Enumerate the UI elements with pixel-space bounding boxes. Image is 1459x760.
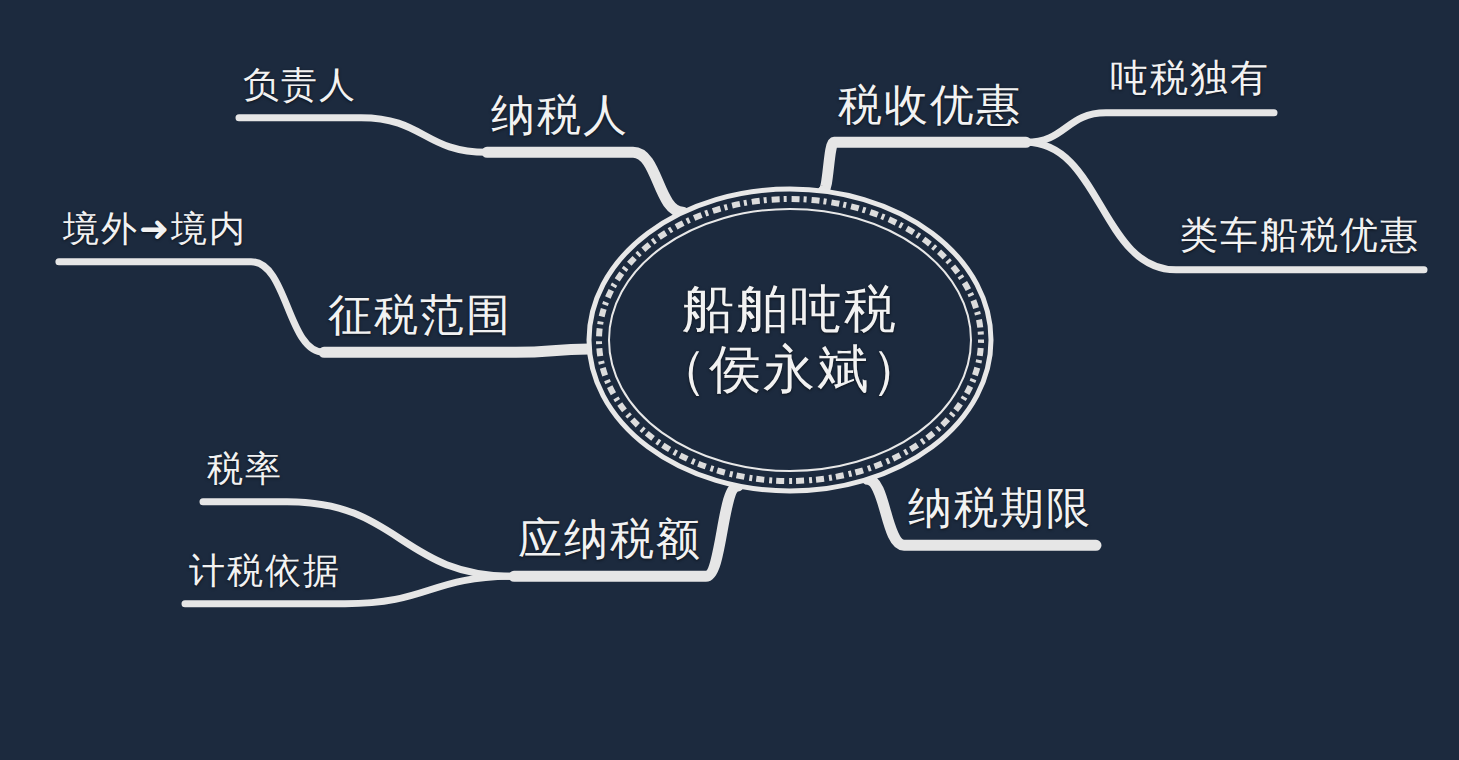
topic-text: 类车船税优惠 bbox=[1180, 214, 1420, 258]
branch-line bbox=[487, 152, 683, 212]
branch-topic: 纳税人 bbox=[483, 88, 637, 157]
topic-text: 应纳税额 bbox=[518, 514, 702, 565]
branch-topic: 境外➜境内 bbox=[55, 206, 255, 265]
topic-text: 负责人 bbox=[243, 64, 357, 105]
topic-text: 计税依据 bbox=[189, 550, 341, 591]
branch-topic: 负责人 bbox=[235, 62, 365, 121]
branch-topic: 纳税期限 bbox=[900, 481, 1100, 550]
branch-line bbox=[239, 118, 487, 153]
topic-text: 税收优惠 bbox=[838, 80, 1022, 131]
topic-text: 纳税期限 bbox=[908, 483, 1092, 534]
branch-line bbox=[59, 262, 324, 353]
topic-text: 吨税独有 bbox=[1110, 57, 1270, 101]
branch-line bbox=[867, 479, 1096, 545]
topic-text: 税率 bbox=[207, 448, 283, 489]
branch-topic: 计税依据 bbox=[181, 548, 349, 607]
branch-line bbox=[1026, 113, 1274, 142]
branch-line bbox=[1026, 142, 1424, 270]
central-topic: 船舶吨税（侯永斌） bbox=[585, 185, 995, 495]
branch-topic: 税收优惠 bbox=[830, 78, 1030, 147]
branch-topic: 类车船税优惠 bbox=[1172, 212, 1428, 274]
branch-topic: 吨税独有 bbox=[1102, 55, 1278, 117]
topic-text: 船舶吨税 bbox=[682, 280, 898, 340]
branch-topic: 税率 bbox=[199, 446, 291, 505]
topic-text: （侯永斌） bbox=[655, 340, 925, 400]
topic-text: 纳税人 bbox=[491, 90, 629, 141]
topic-text: 境外➜境内 bbox=[63, 208, 247, 249]
branch-line bbox=[324, 349, 589, 352]
branch-topic: 征税范围 bbox=[320, 288, 520, 357]
branch-line bbox=[514, 486, 738, 576]
topic-text: 征税范围 bbox=[328, 290, 512, 341]
branch-topic: 应纳税额 bbox=[510, 512, 710, 581]
branch-line bbox=[823, 142, 1026, 191]
